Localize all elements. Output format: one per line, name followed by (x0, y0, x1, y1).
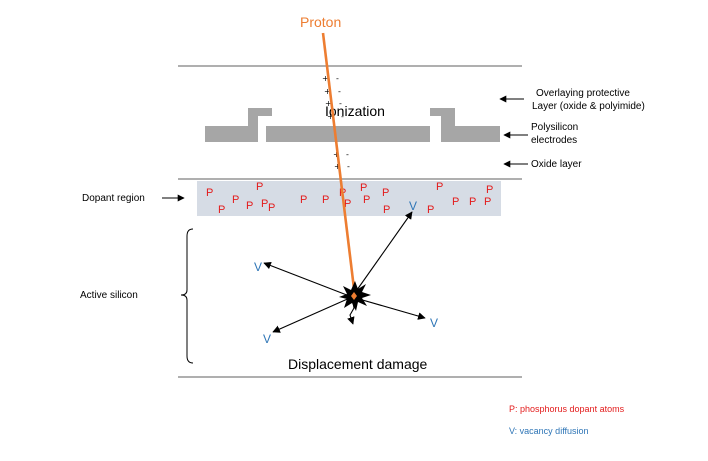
dopant-atom: P (218, 204, 225, 216)
dopant-atom: P (256, 181, 263, 193)
svg-text:+: + (322, 74, 329, 83)
svg-text:+: + (325, 99, 332, 108)
svg-text:-: - (347, 162, 350, 171)
dopant-atom: P (322, 194, 329, 206)
vacancy: V (263, 332, 271, 346)
dopant-atom: P (268, 202, 275, 214)
dopant-atom: P (469, 196, 476, 208)
recoil-arrows (263, 211, 426, 333)
dopant-atoms: P P P P P P P P P P P P P P P P P P P P … (206, 181, 493, 216)
svg-text:-: - (341, 112, 344, 121)
label-dopant-region: Dopant region (82, 193, 145, 204)
svg-text:-: - (338, 87, 341, 96)
vacancy: V (430, 316, 438, 330)
vacancy: V (254, 260, 262, 274)
dopant-atom: P (232, 194, 239, 206)
legend-phosphorus: P: phosphorus dopant atoms (509, 404, 625, 414)
dopant-atom: P (363, 194, 370, 206)
svg-text:-: - (346, 150, 349, 159)
svg-text:+: + (327, 112, 334, 121)
svg-text:-: - (339, 99, 342, 108)
active-silicon-brace (180, 228, 194, 364)
electrode-center (266, 126, 430, 142)
svg-text:-: - (336, 74, 339, 83)
dopant-atom: P (206, 187, 213, 199)
label-protective-line1: Overlaying protective (536, 88, 630, 99)
dopant-atom: P (427, 204, 434, 216)
proton-label: Proton (300, 14, 341, 30)
dopant-atom: P (261, 198, 268, 210)
polysilicon-electrodes (205, 108, 500, 142)
dopant-atom: P (300, 194, 307, 206)
dopant-atom: P (344, 198, 351, 210)
label-oxide: Oxide layer (531, 159, 582, 170)
svg-text:+: + (324, 87, 331, 96)
svg-text:+: + (333, 150, 340, 159)
label-polysilicon-line2: electrodes (531, 135, 577, 146)
dopant-atom: P (360, 182, 367, 194)
dopant-atom: P (246, 200, 253, 212)
dopant-atom: P (383, 204, 390, 216)
legend-vacancy: V: vacancy diffusion (509, 426, 589, 436)
ionization-charges: + - + - + - + - + - + - (322, 74, 350, 171)
label-protective-line2: Layer (oxide & polyimide) (532, 101, 645, 112)
label-active-silicon: Active silicon (80, 290, 138, 301)
dopant-atom: P (486, 184, 493, 196)
dopant-atom: P (436, 181, 443, 193)
ionization-label: Ionization (325, 103, 385, 119)
impact-core (351, 292, 357, 300)
vacancies: V V V V (254, 199, 438, 346)
dopant-atom: P (484, 196, 491, 208)
electrode-left (205, 108, 272, 142)
label-polysilicon-line1: Polysilicon (531, 122, 578, 133)
displacement-label: Displacement damage (288, 356, 428, 372)
vacancy: V (409, 199, 417, 213)
electrode-right (430, 108, 500, 142)
dopant-atom: P (452, 196, 459, 208)
dopant-region (197, 181, 501, 216)
dopant-atom: P (382, 187, 389, 199)
proton-track (321, 32, 357, 298)
svg-text:+: + (334, 162, 341, 171)
